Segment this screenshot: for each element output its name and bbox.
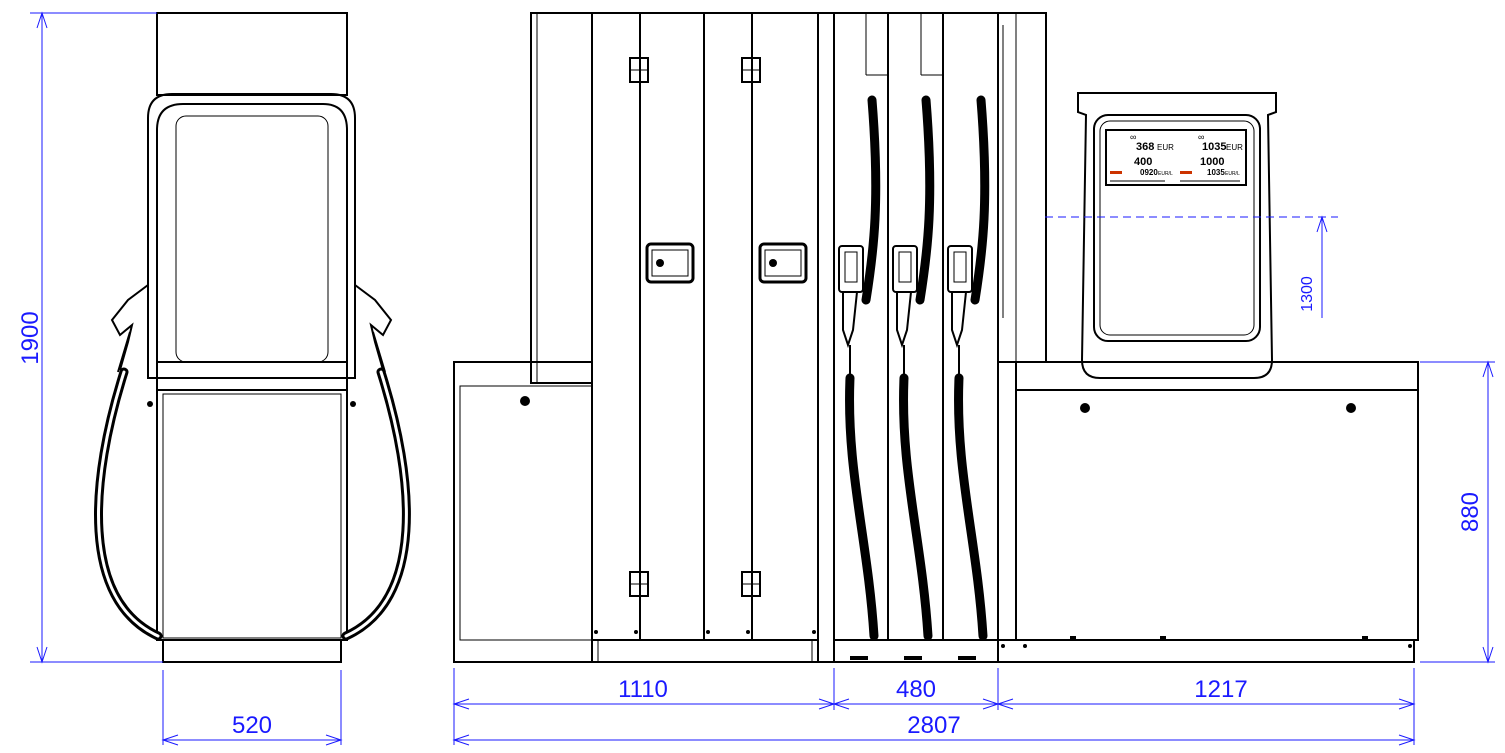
nozzle-3 xyxy=(947,245,973,375)
lcd-panel xyxy=(1105,129,1247,186)
lcd-left-mark: ∞ xyxy=(1130,132,1136,142)
door-handle-left xyxy=(645,242,695,284)
dim-height-base: 880 xyxy=(1457,492,1484,532)
front-left-box-bolt xyxy=(520,396,530,406)
door-handle-right xyxy=(758,242,808,284)
dim-width-side: 520 xyxy=(232,712,272,739)
front-right-plinth xyxy=(997,639,1415,663)
side-nozzle-right-spout xyxy=(372,331,386,373)
nozzle-1 xyxy=(838,245,864,375)
dim-width-b: 480 xyxy=(896,676,936,703)
dimension-labels: 1900 520 1110 480 1217 2807 880 1300 xyxy=(17,276,1484,739)
side-hose-right xyxy=(341,367,411,641)
hose-1-upper xyxy=(861,95,881,305)
dim-height-display: 1300 xyxy=(1299,276,1316,312)
side-waist xyxy=(156,361,348,391)
hose-2-upper xyxy=(915,95,935,305)
front-cabinet-plinth xyxy=(597,639,813,663)
dim-width-total: 2807 xyxy=(907,712,960,739)
front-left-box-panel xyxy=(459,385,593,641)
lcd-left-volume: 400 xyxy=(1134,156,1152,168)
side-bolt-right xyxy=(350,401,356,407)
hose-3-lower xyxy=(954,373,988,641)
lcd-right-price-unit: EUR/L xyxy=(1225,171,1240,177)
front-tall-column xyxy=(530,12,593,384)
dimension-lines xyxy=(30,11,1495,746)
side-bolt-left xyxy=(147,401,153,407)
dim-height-total: 1900 xyxy=(17,311,44,364)
side-view xyxy=(94,12,411,663)
lcd-right-volume: 1000 xyxy=(1200,156,1224,168)
hose-3-upper xyxy=(970,95,990,305)
lcd-left-price: 0920 xyxy=(1140,168,1158,177)
front-right-box-top xyxy=(1015,361,1419,391)
side-nozzle-left xyxy=(110,284,149,371)
nozzle-2 xyxy=(892,245,918,375)
door-hinges xyxy=(629,57,761,597)
front-right-box xyxy=(1015,389,1419,641)
hose-1-lower xyxy=(845,373,879,641)
hose-2-lower xyxy=(899,373,933,641)
front-divider xyxy=(817,12,835,663)
lcd-contents: ∞ ∞ 368 EUR 1035 EUR 400 1000 0920 EUR/L… xyxy=(1110,132,1243,182)
side-lower-panel xyxy=(162,393,342,639)
side-base xyxy=(162,639,342,663)
dim-width-c: 1217 xyxy=(1194,676,1247,703)
display-head xyxy=(1077,92,1277,379)
lcd-right-price: 1035 xyxy=(1207,168,1225,177)
side-head-outer xyxy=(147,93,356,379)
side-nozzle-right xyxy=(354,284,393,371)
front-upper-column xyxy=(997,12,1047,363)
side-top-column xyxy=(156,12,348,96)
lcd-left-currency: EUR xyxy=(1157,143,1174,152)
side-hose-left xyxy=(94,367,163,641)
side-lower-body xyxy=(156,389,348,641)
side-head-inner xyxy=(156,103,348,362)
dim-width-a: 1110 xyxy=(618,676,668,703)
lcd-left-price-unit: EUR/L xyxy=(1158,171,1173,177)
front-left-box xyxy=(453,361,593,663)
lcd-left-indicator xyxy=(1110,171,1122,174)
lcd-right-currency: EUR xyxy=(1226,143,1243,152)
side-nozzle-left-spout xyxy=(117,331,131,373)
side-head-panel xyxy=(175,115,329,363)
front-view: ∞ ∞ 368 EUR 1035 EUR 400 1000 0920 EUR/L… xyxy=(453,12,1419,663)
lcd-left-amount: 368 xyxy=(1136,141,1154,153)
lcd-right-amount: 1035 xyxy=(1202,141,1226,153)
display-screen-frame xyxy=(1093,114,1261,342)
lcd-right-indicator xyxy=(1180,171,1192,174)
lcd-right-mark: ∞ xyxy=(1198,132,1204,142)
